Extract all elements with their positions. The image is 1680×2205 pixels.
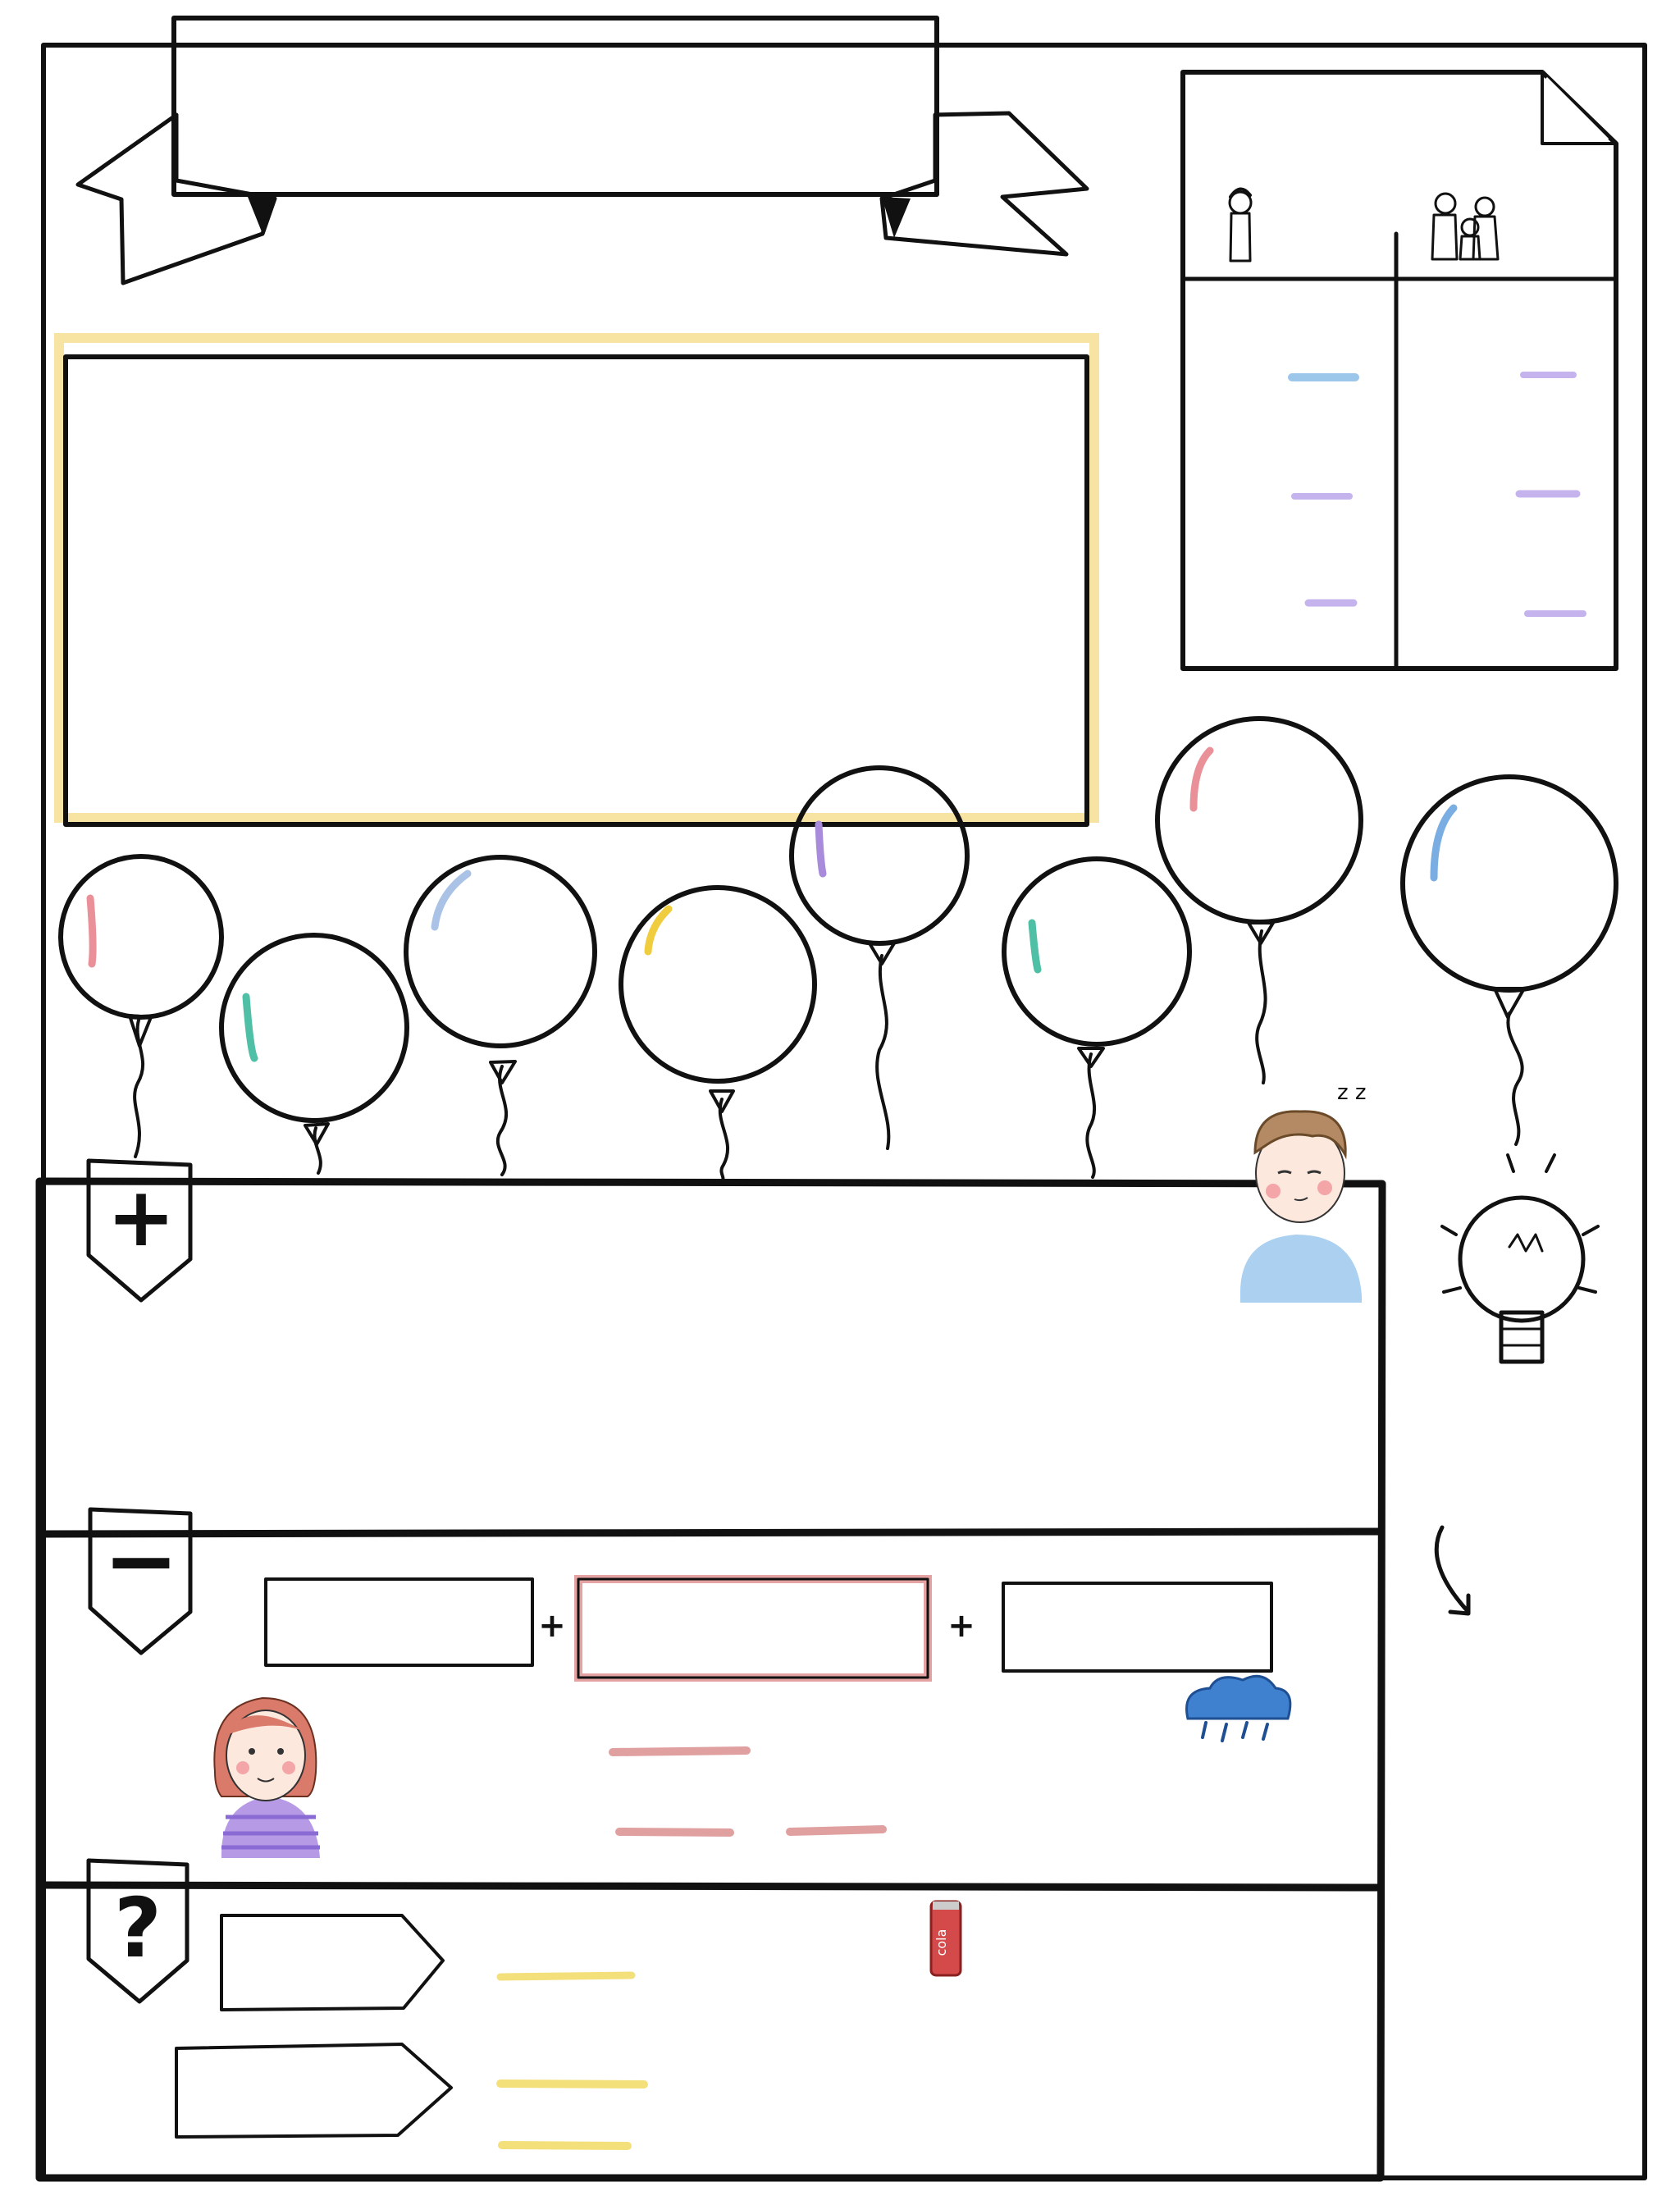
title-banner[interactable] xyxy=(171,16,939,197)
question-section[interactable]: ? xyxy=(86,1858,648,2150)
plus-symbol: + xyxy=(107,1169,176,1265)
balloon-pink-1[interactable] xyxy=(58,854,224,1158)
arrow-label-box-2[interactable] xyxy=(175,2043,453,2139)
single-person-icon xyxy=(1228,187,1253,262)
balloon-pink-2[interactable] xyxy=(1155,716,1363,1084)
balloon-blue-1[interactable] xyxy=(1400,774,1618,1146)
balloon-yellow-1[interactable] xyxy=(619,885,817,1183)
plus-section[interactable]: + xyxy=(66,1158,1345,1518)
sleeping-boy-icon: z z xyxy=(1239,1080,1367,1303)
cola-label: cola xyxy=(934,1929,949,1956)
formula-box-2[interactable] xyxy=(574,1575,932,1682)
question-mark-badge-icon: ? xyxy=(86,1858,189,2004)
minus-badge-icon: − xyxy=(88,1507,193,1655)
sections-frame xyxy=(35,1177,1386,2182)
arrow-label-box-1[interactable] xyxy=(220,1914,445,2011)
balloon-lightblue-1[interactable] xyxy=(404,855,597,1176)
formula-box-1[interactable] xyxy=(264,1577,534,1667)
comparison-document[interactable] xyxy=(1180,70,1618,671)
rain-cloud-icon xyxy=(1185,1674,1292,1742)
answer-line[interactable] xyxy=(609,1746,751,1756)
question-symbol: ? xyxy=(114,1880,162,1976)
group-of-people-icon xyxy=(1431,192,1500,261)
ribbon-banner-icon xyxy=(75,16,1089,285)
plus-section-writing-area[interactable] xyxy=(66,1312,1345,1518)
balloon-teal-1[interactable] xyxy=(219,933,409,1175)
sleep-z-text: z z xyxy=(1337,1080,1367,1105)
answer-line[interactable] xyxy=(615,1828,734,1837)
curved-arrow-down-icon xyxy=(1434,1525,1471,1616)
lightbulb-icon xyxy=(1440,1153,1600,1364)
formula-box-3[interactable] xyxy=(1002,1582,1273,1673)
answer-line[interactable] xyxy=(498,2141,632,2150)
minus-section[interactable]: − + + xyxy=(88,1507,1273,1837)
folded-page-corner-icon xyxy=(1541,71,1618,145)
minus-symbol: − xyxy=(103,1508,179,1613)
balloon-purple-1[interactable] xyxy=(789,765,970,1150)
balloon-row xyxy=(58,716,1618,1183)
plus-badge-icon: + xyxy=(86,1158,193,1303)
plus-operator-1: + xyxy=(538,1607,566,1645)
answer-line[interactable] xyxy=(496,1971,636,1981)
main-text-frame[interactable] xyxy=(54,333,1099,827)
plus-operator-2: + xyxy=(947,1607,975,1645)
girl-portrait-icon xyxy=(213,1696,320,1858)
answer-line[interactable] xyxy=(786,1825,887,1836)
balloon-teal-2[interactable] xyxy=(1002,856,1192,1179)
cola-can-icon: cola xyxy=(929,1900,962,1977)
